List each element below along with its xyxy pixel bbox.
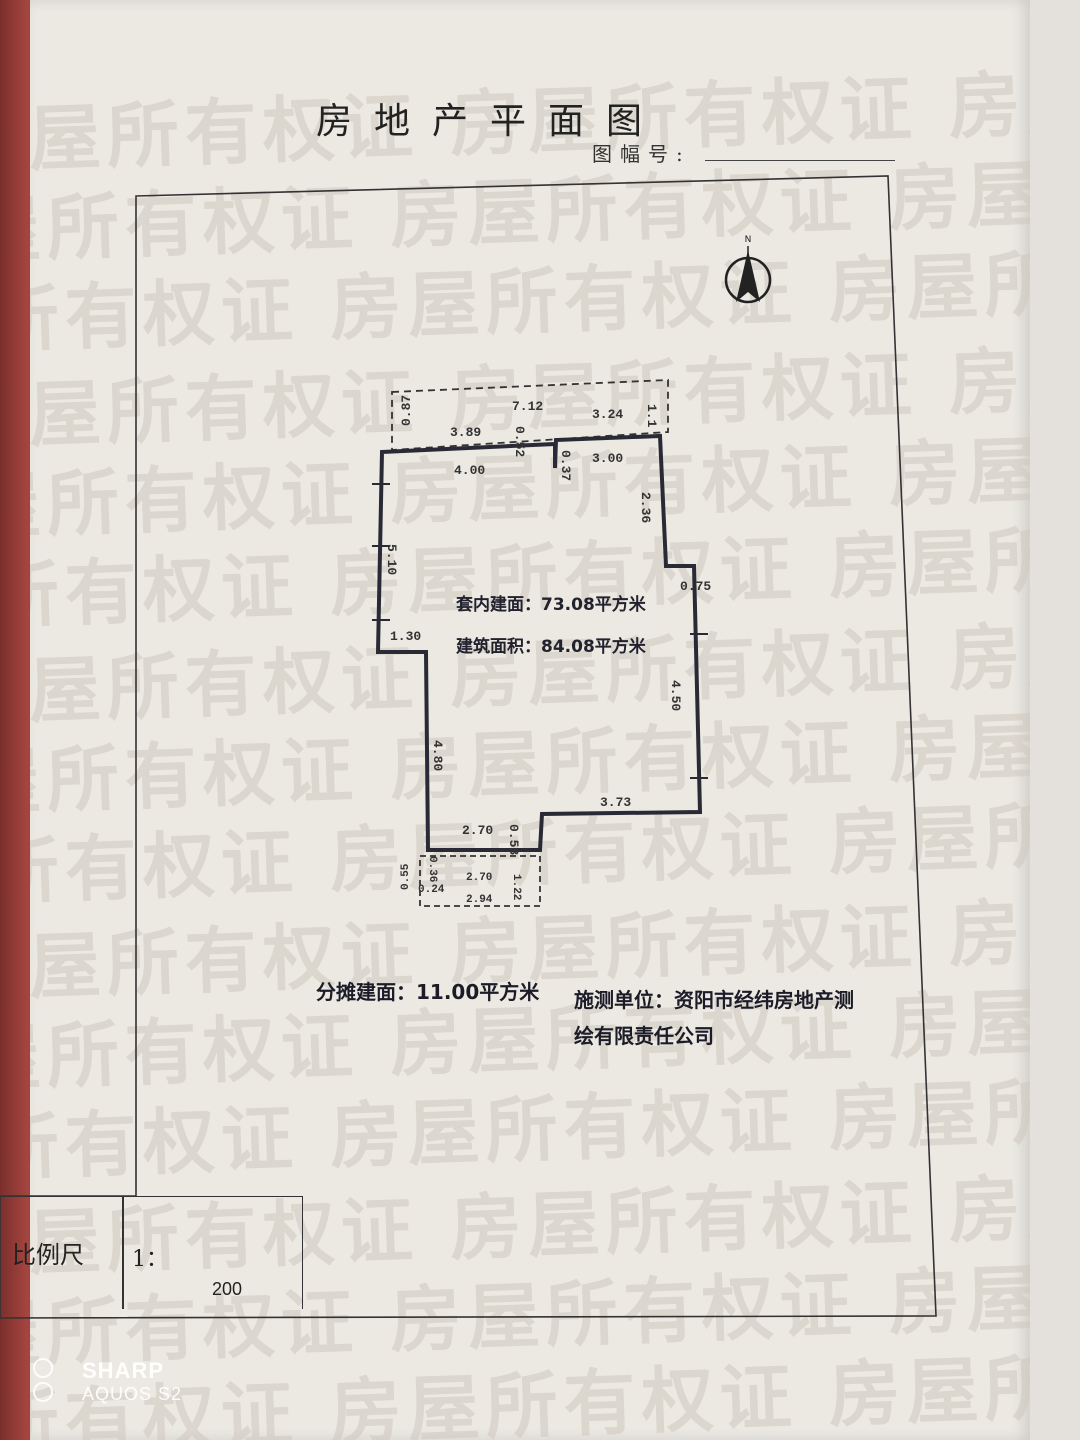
dim-room-top-left: 4.00	[454, 463, 485, 478]
annex-outline	[419, 855, 541, 907]
certificate-page: 房屋所有权证 房屋所有权证 房屋所有权证 房屋所有权证 房屋所有权证 房屋所有权…	[30, 0, 1030, 1440]
adjacent-page	[1030, 0, 1080, 1440]
dim-top-right: 3.24	[592, 407, 623, 422]
north-arrow-icon: N	[724, 235, 772, 304]
camera-brand: SHARP	[82, 1358, 165, 1383]
dim-annex-small: 0.24	[418, 884, 445, 896]
dim-annex-outer: 2.94	[466, 894, 493, 906]
dim-annex-top-left: 0.36	[426, 856, 438, 882]
scale-box: 比例尺 1： 200	[0, 1196, 303, 1309]
dim-annex-left-height: 0.55	[400, 863, 412, 890]
unit-outline	[375, 433, 703, 852]
shared-area-label: 分摊建面：11.00平方米	[316, 980, 540, 1004]
dim-top-left: 3.89	[450, 425, 481, 440]
sheet-number-label: 图幅号:	[592, 142, 691, 166]
building-area-label: 建筑面积：84.08平方米	[456, 636, 647, 657]
dim-top-total: 7.12	[512, 399, 543, 414]
dim-annex-right-height: 1.22	[510, 874, 522, 900]
scale-prefix: 1：	[132, 1247, 168, 1272]
surveyor-line-1: 施测单位：资阳市经纬房地产测	[574, 988, 854, 1012]
camera-lens-icon	[33, 1358, 53, 1402]
interior-area-label: 套内建面：73.08平方米	[455, 594, 647, 615]
dim-bottom-right: 3.73	[600, 795, 631, 810]
dim-room-notch: 0.37	[558, 450, 573, 481]
dimension-ticks	[372, 483, 708, 779]
dim-annex-inner: 2.70	[466, 872, 492, 884]
camera-model: AQUOS S2	[82, 1384, 183, 1404]
dim-room-top-right: 3.00	[592, 451, 623, 466]
dim-left-lower-height: 4.80	[430, 740, 445, 771]
dim-left-upper-height: 5.10	[384, 544, 399, 575]
scale-divider	[122, 1197, 124, 1309]
camera-watermark: SHARP AQUOS S2	[82, 1358, 182, 1405]
dim-top-right-height: 1.1	[644, 404, 659, 428]
drawing-border	[0, 175, 937, 1319]
dim-bottom-notch: 0.58	[506, 824, 521, 855]
dim-top-middle-height: 0.52	[512, 426, 527, 457]
dim-left-step: 1.30	[390, 629, 421, 644]
scale-value: 200	[212, 1279, 243, 1299]
balcony-outline	[391, 379, 669, 451]
north-label: N	[745, 235, 752, 245]
dim-right-lower-height: 4.50	[668, 680, 683, 711]
document-title: 房地产平面图	[316, 101, 665, 142]
scale-label: 比例尺	[12, 1241, 84, 1269]
dim-bottom-left: 2.70	[462, 823, 493, 838]
sheet-number-underline	[705, 160, 895, 161]
dim-top-left-height: 0.87	[399, 395, 414, 426]
surveyor-line-2: 绘有限责任公司	[574, 1024, 714, 1048]
dim-right-step: 0.75	[680, 579, 711, 594]
dim-right-upper-height: 2.36	[638, 492, 653, 523]
